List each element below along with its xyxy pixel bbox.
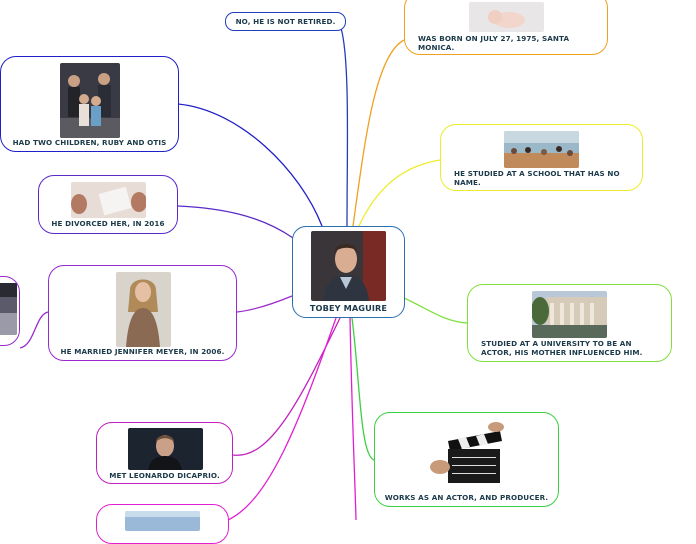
node-university-label: STUDIED AT A UNIVERSITY TO BE AN ACTOR, … xyxy=(481,339,643,357)
jennifer-photo xyxy=(116,272,171,347)
node-school-label: HE STUDIED AT A SCHOOL THAT HAS NO NAME. xyxy=(454,169,620,187)
central-node[interactable]: TOBEY MAGUIRE xyxy=(292,226,405,318)
connector-lines xyxy=(19,27,469,520)
node-actor[interactable]: WORKS AS AN ACTOR, AND PRODUCER. xyxy=(374,412,559,507)
node-not-retired-label: NO, HE IS NOT RETIRED. xyxy=(235,17,336,26)
classroom-photo xyxy=(504,131,579,168)
node-born[interactable]: WAS BORN ON JULY 27, 1975, SANTA MONICA. xyxy=(404,0,608,55)
central-node-label: TOBEY MAGUIRE xyxy=(309,303,388,313)
campus-photo xyxy=(532,291,607,338)
node-children[interactable]: HAD TWO CHILDREN, RUBY AND OTIS xyxy=(0,56,179,152)
node-married[interactable]: HE MARRIED JENNIFER MEYER, IN 2006. xyxy=(48,265,237,361)
node-born-label: WAS BORN ON JULY 27, 1975, SANTA MONICA. xyxy=(418,34,570,52)
dark-photo xyxy=(0,283,17,335)
node-not-retired[interactable]: NO, HE IS NOT RETIRED. xyxy=(225,12,346,31)
node-university[interactable]: STUDIED AT A UNIVERSITY TO BE AN ACTOR, … xyxy=(467,284,672,362)
node-bottom-left[interactable] xyxy=(96,504,229,544)
portrait-photo xyxy=(311,231,386,301)
sky-photo xyxy=(125,511,200,531)
newborn-photo xyxy=(469,2,544,32)
clapperboard-photo xyxy=(430,419,505,489)
node-actor-label: WORKS AS AN ACTOR, AND PRODUCER. xyxy=(384,493,549,502)
leonardo-photo xyxy=(128,428,203,470)
node-school[interactable]: HE STUDIED AT A SCHOOL THAT HAS NO NAME. xyxy=(440,124,643,191)
node-married-label: HE MARRIED JENNIFER MEYER, IN 2006. xyxy=(60,347,225,356)
node-children-label: HAD TWO CHILDREN, RUBY AND OTIS xyxy=(12,138,167,147)
node-far-left[interactable] xyxy=(0,276,20,346)
node-dicaprio[interactable]: MET LEONARDO DICAPRIO. xyxy=(96,422,233,484)
node-dicaprio-label: MET LEONARDO DICAPRIO. xyxy=(109,471,220,480)
family-photo xyxy=(60,63,120,138)
node-divorced[interactable]: HE DIVORCED HER, IN 2016 xyxy=(38,175,178,234)
node-divorced-label: HE DIVORCED HER, IN 2016 xyxy=(51,219,165,228)
divorce-photo xyxy=(71,182,146,218)
